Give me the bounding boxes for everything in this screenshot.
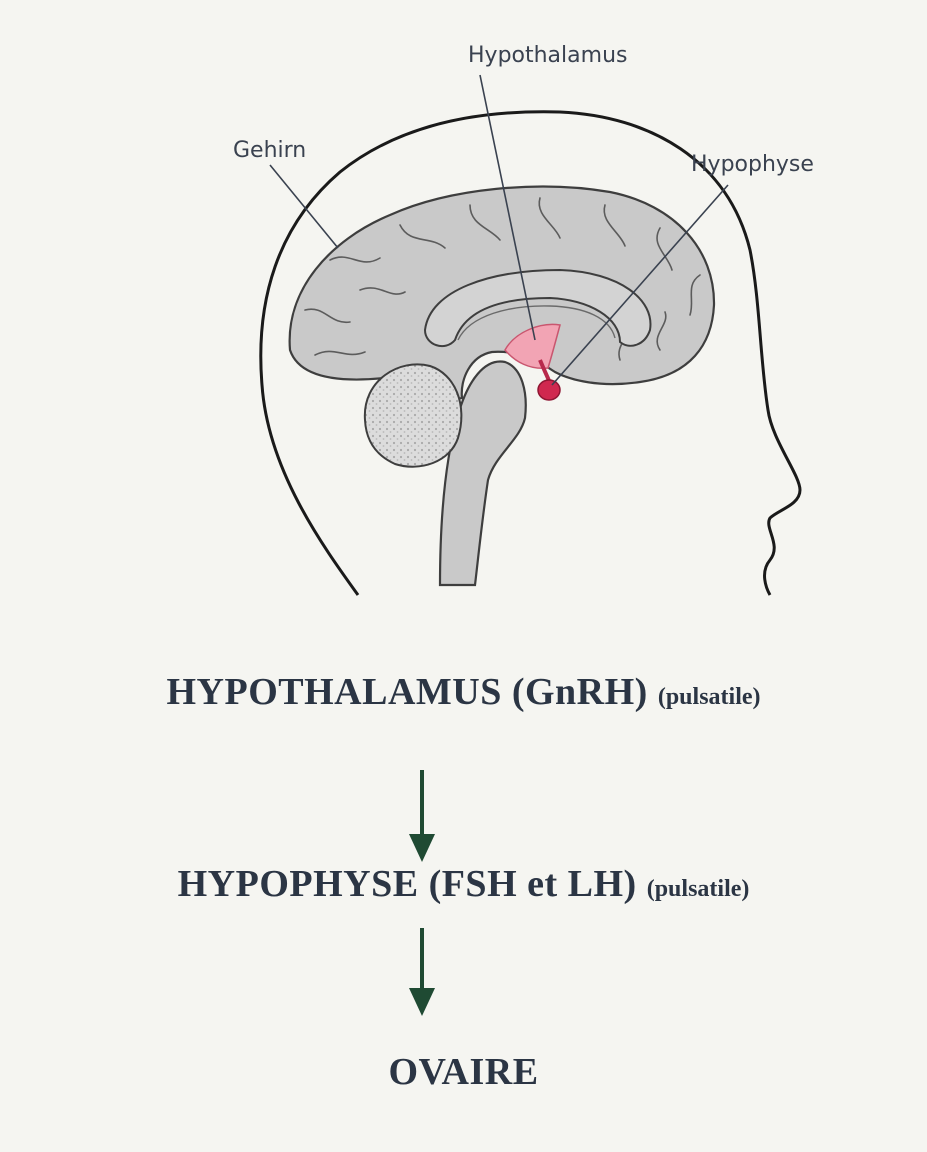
arrow-down-icon [409, 770, 435, 862]
pituitary-gland [537, 379, 561, 401]
label-pituitary: Hypophyse [691, 152, 814, 177]
label-brain: Gehirn [233, 138, 306, 163]
leader-line-brain [269, 164, 339, 249]
cerebellum [363, 363, 463, 468]
flow-step-ovary: OVAIRE [0, 1050, 927, 1094]
label-hypothalamus: Hypothalamus [468, 43, 627, 68]
flow-step-pituitary: HYPOPHYSE (FSH et LH) (pulsatile) [0, 862, 927, 906]
leader-line-hypothalamus [479, 74, 536, 341]
arrow-down-icon [409, 928, 435, 1016]
corpus-callosum [423, 268, 652, 348]
head-brain-illustration: Gehirn Hypothalamus Hypophyse [233, 43, 814, 596]
flow-step-pituitary-note: (pulsatile) [646, 876, 750, 902]
flow-step-pituitary-title: HYPOPHYSE (FSH et LH) [177, 863, 637, 905]
flow-step-hypothalamus-note: (pulsatile) [657, 684, 761, 710]
flow-step-hypothalamus-title: HYPOTHALAMUS (GnRH) [166, 671, 648, 713]
gyri-folds [304, 197, 701, 361]
leader-line-pituitary [551, 184, 729, 386]
flow-step-ovary-title: OVAIRE [388, 1051, 539, 1093]
hypothalamus-region [504, 323, 561, 370]
flow-step-hypothalamus: HYPOTHALAMUS (GnRH) (pulsatile) [0, 670, 927, 714]
head-outline [259, 110, 802, 596]
